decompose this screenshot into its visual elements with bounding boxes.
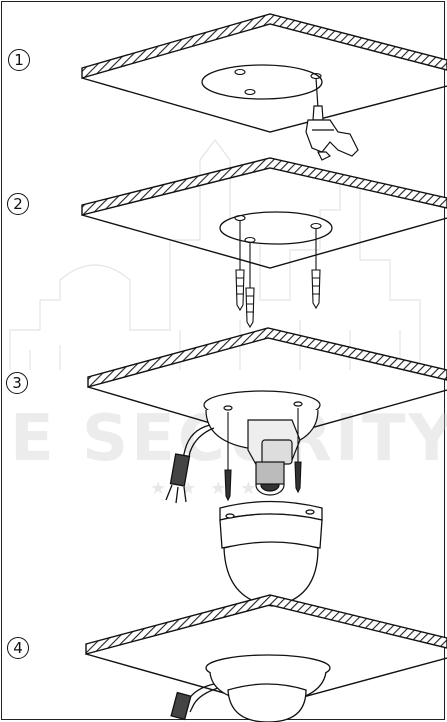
step2-wall-anchors <box>235 221 321 329</box>
step4-cable <box>170 683 219 721</box>
step-number-2: 2 <box>7 193 29 215</box>
step-number-4: 4 <box>7 637 29 659</box>
step3-camera-base <box>203 390 321 496</box>
step-number-3: 3 <box>6 372 28 394</box>
step3-dome-cover <box>219 500 323 607</box>
step2-mount-template <box>219 211 333 245</box>
step3-cable <box>165 424 215 504</box>
step2-ceiling <box>81 157 447 269</box>
step1-ceiling <box>81 13 447 133</box>
step-number-1: 1 <box>8 49 30 71</box>
step1-mount-template <box>201 64 323 100</box>
step4-installed-camera <box>205 654 331 722</box>
step3-screws <box>224 408 302 502</box>
step1-drill-icon <box>305 77 359 161</box>
